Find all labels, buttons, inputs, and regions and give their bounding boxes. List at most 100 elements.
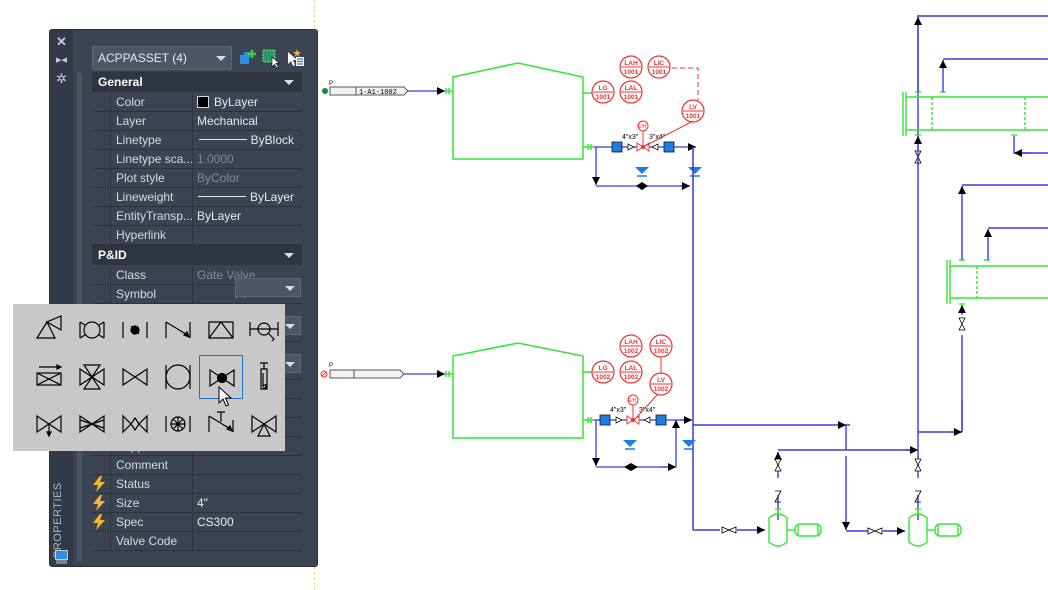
instrument-tag-top: LAH bbox=[624, 60, 638, 67]
property-value[interactable]: ByLayer bbox=[193, 207, 302, 225]
offpage-connector-lower[interactable]: P bbox=[320, 363, 405, 379]
svg-text:3"x4": 3"x4" bbox=[639, 407, 656, 414]
symbol-option-check-valve[interactable] bbox=[156, 308, 200, 352]
property-row[interactable]: Linetype sca...1.0000 bbox=[92, 150, 302, 169]
quick-select-button[interactable] bbox=[285, 48, 305, 68]
symbol-option-butterfly-valve[interactable] bbox=[156, 402, 200, 446]
symbol-option-angle-valve[interactable] bbox=[27, 308, 71, 352]
property-row[interactable]: Comment bbox=[92, 456, 302, 475]
property-row[interactable]: Valve Code bbox=[92, 532, 302, 551]
category-general[interactable]: General bbox=[92, 72, 302, 92]
pump-1[interactable] bbox=[768, 508, 822, 547]
diaphragm-valve-icon bbox=[79, 321, 105, 339]
select-objects-button[interactable] bbox=[261, 48, 281, 68]
control-valve-station-upper[interactable]: E/H 4"x3" 3"x4" bbox=[592, 120, 702, 190]
property-value[interactable]: ByLayer bbox=[193, 188, 302, 206]
symbol-option-globe-valve[interactable] bbox=[113, 402, 157, 446]
tank-lower[interactable] bbox=[445, 342, 596, 439]
instrument-tag-bottom: 1002 bbox=[624, 348, 639, 355]
property-value-text: Mechanical bbox=[197, 114, 258, 128]
symbol-option-knife-valve[interactable] bbox=[27, 355, 71, 399]
tank-upper[interactable] bbox=[445, 62, 596, 160]
property-row[interactable]: EntityTransp...ByLayer bbox=[92, 207, 302, 226]
butterfly-valve-icon bbox=[165, 416, 191, 432]
control-valve-station-lower[interactable]: E/H 4"x3" 3"x4" bbox=[592, 394, 696, 471]
property-row[interactable]: Hyperlink bbox=[92, 226, 302, 245]
instrument-tag-top: LV bbox=[657, 377, 665, 384]
property-value[interactable]: CS300 bbox=[193, 513, 302, 531]
valves-right[interactable] bbox=[721, 150, 966, 535]
object-type-dropdown[interactable]: ACPPASSET (4) bbox=[92, 46, 232, 70]
toggle-pickadd-button[interactable] bbox=[237, 48, 257, 68]
property-value[interactable]: ByLayer bbox=[193, 93, 302, 111]
collapse-icon[interactable] bbox=[284, 80, 294, 85]
line-number-label: 1-A1-1002 bbox=[359, 89, 397, 97]
property-value[interactable]: ByColor bbox=[193, 169, 302, 187]
property-value[interactable] bbox=[193, 475, 302, 493]
collapse-icon[interactable] bbox=[284, 253, 294, 258]
symbol-option-gate-valve-stem[interactable] bbox=[27, 402, 71, 446]
symbol-option-gate-valve[interactable] bbox=[113, 355, 157, 399]
symbol-option-needle-valve-gauge[interactable] bbox=[242, 308, 286, 352]
symbol-option-plug-valve-vertical[interactable] bbox=[242, 355, 286, 399]
heat-exchanger-1[interactable] bbox=[902, 91, 1048, 136]
property-value[interactable] bbox=[193, 456, 302, 474]
symbol-option-three-way-valve[interactable] bbox=[242, 402, 286, 446]
symbol-option-angle-check-valve[interactable] bbox=[199, 402, 243, 446]
symbol-option-diaphragm-valve[interactable] bbox=[70, 308, 114, 352]
property-row[interactable]: Status bbox=[92, 475, 302, 494]
property-name: Spec bbox=[110, 513, 193, 531]
instrument-bubbles[interactable]: LAH1001LIC1001LG1001LAL1001LV1001LAH1002… bbox=[591, 55, 705, 396]
property-name: Symbol bbox=[110, 285, 193, 303]
property-name: Status bbox=[110, 475, 193, 493]
property-value[interactable]: 4" bbox=[193, 494, 302, 512]
settings-icon[interactable]: ✲ bbox=[56, 71, 67, 86]
dynamic-property-icon bbox=[93, 476, 105, 492]
offpage-connector-upper[interactable]: P 1-A1-1002 bbox=[322, 81, 409, 97]
value-dropdown[interactable] bbox=[235, 278, 301, 297]
property-value[interactable]: ByBlock bbox=[193, 131, 302, 149]
symbol-option-rotary-valve[interactable] bbox=[156, 355, 200, 399]
piping-right[interactable] bbox=[693, 15, 963, 535]
palette-title-strip[interactable]: ✕ ▸◂ ✲ PROPERTIES bbox=[50, 30, 73, 566]
close-icon[interactable]: ✕ bbox=[56, 34, 67, 49]
properties-palette[interactable]: ✕ ▸◂ ✲ PROPERTIES ACPPASSET (4) General bbox=[49, 29, 318, 567]
symbol-picker-popup[interactable] bbox=[13, 304, 285, 451]
symbol-option-ball-valve-inline[interactable] bbox=[113, 308, 157, 352]
rotary-valve-icon bbox=[165, 364, 191, 390]
property-value[interactable] bbox=[193, 226, 302, 244]
pump-2[interactable] bbox=[908, 508, 962, 547]
symbol-option-double-gate-valve[interactable] bbox=[70, 402, 114, 446]
property-value[interactable] bbox=[193, 532, 302, 550]
property-value[interactable]: Mechanical bbox=[193, 112, 302, 130]
piping-exchangers[interactable] bbox=[914, 15, 1048, 432]
properties-panel-icon[interactable] bbox=[55, 550, 68, 564]
symbol-option-four-way-valve[interactable] bbox=[70, 355, 114, 399]
symbol-option-pinch-valve[interactable] bbox=[199, 308, 243, 352]
property-value[interactable]: 1.0000 bbox=[193, 150, 302, 168]
needle-valve-gauge-icon bbox=[249, 322, 279, 342]
heat-exchanger-2[interactable] bbox=[946, 259, 1048, 305]
auto-hide-icon[interactable]: ▸◂ bbox=[55, 54, 68, 66]
category-pid[interactable]: P&ID bbox=[92, 245, 302, 265]
